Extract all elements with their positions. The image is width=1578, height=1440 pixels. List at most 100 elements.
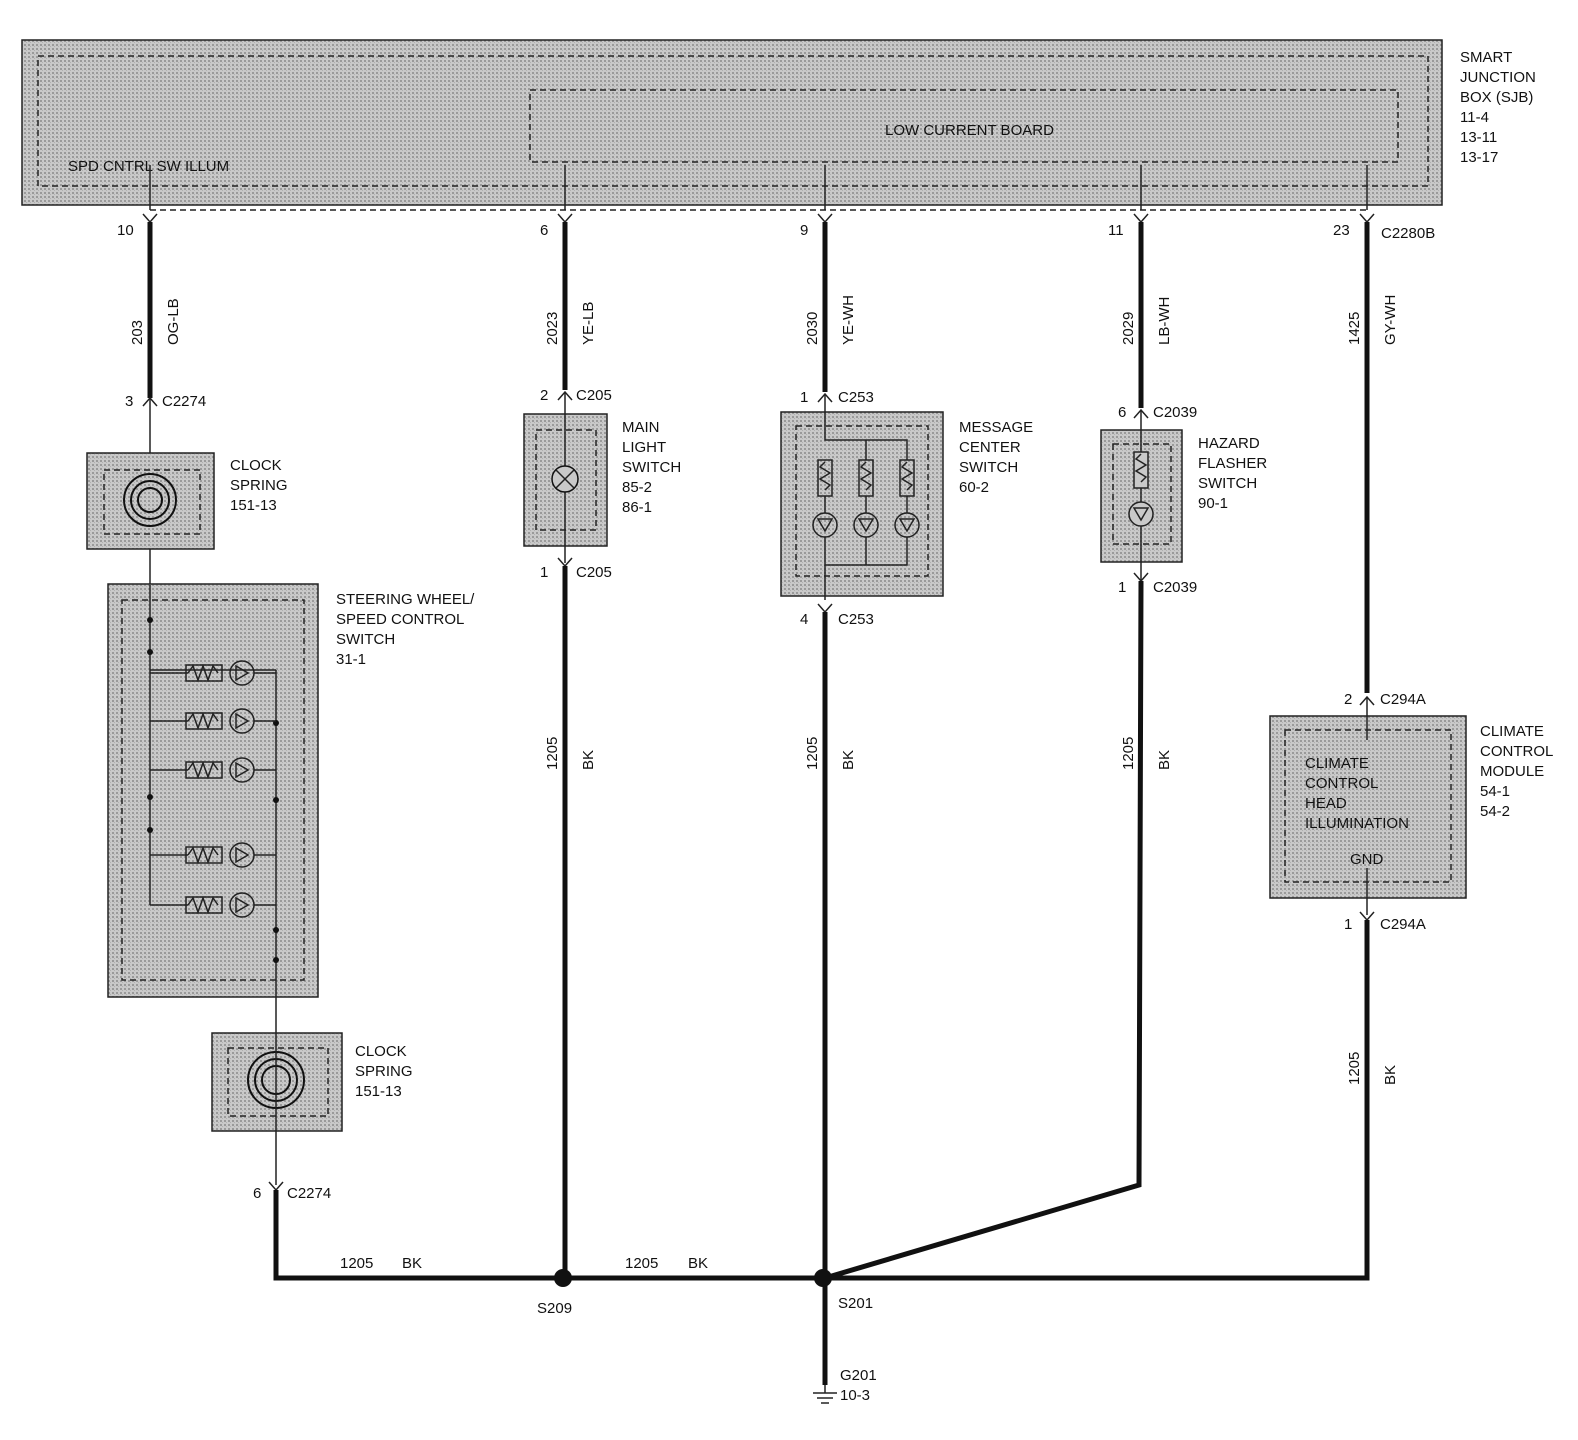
ground-color-label: BK [1156, 750, 1173, 770]
pin-label: 9 [800, 222, 808, 239]
connector-label: C253 [838, 611, 874, 628]
pin-label: 6 [540, 222, 548, 239]
pin-label: 1 [540, 564, 548, 581]
circuit-label: 2029 [1120, 312, 1137, 345]
component-label: SWITCH [959, 459, 1018, 476]
ground-circuit-label: 1205 [625, 1255, 658, 1272]
component-label: CLOCK [355, 1043, 407, 1060]
splice-label: S209 [537, 1300, 572, 1317]
ground-circuit-label: 1205 [1346, 1052, 1363, 1085]
c205-lower: 1 C205 1205 BK [540, 557, 612, 1278]
component-label: 54-2 [1480, 803, 1510, 820]
pin-label: 23 [1333, 222, 1350, 239]
splice-s209 [554, 1269, 572, 1287]
ground-color-label: BK [580, 750, 597, 770]
splice-s201 [814, 1269, 832, 1287]
component-label: SWITCH [1198, 475, 1257, 492]
c294a-lower: 1 C294A 1205 BK [825, 911, 1426, 1281]
ground-color-label: BK [688, 1255, 708, 1272]
branch-1425: 23 C2280B 1425 GY-WH 2 C294A [1333, 165, 1435, 708]
steering-wheel-switch: STEERING WHEEL/ SPEED CONTROL SWITCH 31-… [107, 583, 475, 1030]
component-label: SPEED CONTROL [336, 611, 464, 628]
module-inner-label: HEAD [1305, 795, 1347, 812]
module-inner-label: CONTROL [1305, 775, 1378, 792]
component-label: 31-1 [336, 651, 366, 668]
circuit-label: 203 [129, 320, 146, 345]
clock-spring-1: CLOCK SPRING 151-13 [86, 452, 288, 550]
component-label: STEERING WHEEL/ [336, 591, 475, 608]
ground-circuit-label: 1205 [804, 737, 821, 770]
branch-203: 10 203 OG-LB 3 C2274 [117, 165, 206, 455]
component-label: CENTER [959, 439, 1021, 456]
sjb-title-line: 11-4 [1460, 109, 1489, 126]
component-label: 151-13 [355, 1083, 402, 1100]
ground-name-label: G201 [840, 1367, 877, 1384]
connector-label: C205 [576, 387, 612, 404]
climate-control-module: CLIMATE CONTROL HEAD ILLUMINATION GND CL… [1269, 697, 1553, 915]
ground-bus: 1205 BK S209 S201 [537, 1255, 873, 1317]
pin-label: 6 [1118, 404, 1126, 421]
low-current-board-label: LOW CURRENT BOARD [885, 122, 1054, 139]
component-label: CLIMATE [1480, 723, 1544, 740]
branch-2029: 11 2029 LB-WH 6 C2039 [1108, 165, 1197, 421]
spd-cntrl-label: SPD CNTRL SW ILLUM [68, 158, 229, 175]
pin-label: 10 [117, 222, 134, 239]
component-label: 90-1 [1198, 495, 1228, 512]
sjb-title: SMART JUNCTION BOX (SJB) 11-4 13-11 13-1… [1460, 49, 1536, 166]
sjb-title-line: JUNCTION [1460, 69, 1536, 86]
sjb-title-line: BOX (SJB) [1460, 89, 1533, 106]
ground-circuit-label: 1205 [340, 1255, 373, 1272]
connector-label: C2039 [1153, 579, 1197, 596]
component-label: 151-13 [230, 497, 277, 514]
message-center-switch: MESSAGE CENTER SWITCH 60-2 [780, 394, 1033, 600]
c2274-lower: 6 C2274 1205 BK [253, 1181, 562, 1281]
ground-color-label: BK [840, 750, 857, 770]
pin-label: 6 [253, 1185, 261, 1202]
gnd-label: GND [1350, 851, 1384, 868]
wire-color-label: YE-WH [840, 295, 857, 345]
wire-color-label: GY-WH [1382, 295, 1399, 345]
component-label: MAIN [622, 419, 660, 436]
ground-color-label: BK [402, 1255, 422, 1272]
component-label: SWITCH [622, 459, 681, 476]
c253-lower: 4 C253 1205 BK [800, 603, 874, 1385]
connector-label: C294A [1380, 916, 1426, 933]
pin-label: 4 [800, 611, 808, 628]
wire-color-label: OG-LB [165, 298, 182, 345]
component-label: FLASHER [1198, 455, 1267, 472]
connector-label: C2274 [287, 1185, 331, 1202]
smart-junction-box: LOW CURRENT BOARD SPD CNTRL SW ILLUM [21, 39, 1443, 206]
connector-label: C253 [838, 389, 874, 406]
component-label: SWITCH [336, 631, 395, 648]
pin-label: 11 [1108, 222, 1124, 239]
connector-label: C205 [576, 564, 612, 581]
sjb-title-line: SMART [1460, 49, 1512, 66]
component-label: CLOCK [230, 457, 282, 474]
connector-label: C294A [1380, 691, 1426, 708]
ground-ref-label: 10-3 [840, 1387, 870, 1404]
component-label: HAZARD [1198, 435, 1260, 452]
module-inner-label: CLIMATE [1305, 755, 1369, 772]
module-inner-label: ILLUMINATION [1305, 815, 1409, 832]
clock-spring-2: CLOCK SPRING 151-13 [211, 1030, 413, 1185]
ground-g201: G201 10-3 [813, 1367, 877, 1404]
branch-2023: 6 2023 YE-LB 2 C205 [540, 165, 612, 404]
c2039-lower: 1 C2039 1205 BK [824, 572, 1197, 1281]
component-label: 85-2 [622, 479, 652, 496]
pin-label: 2 [540, 387, 548, 404]
branch-2030: 9 2030 YE-WH 1 C253 [800, 165, 874, 406]
wire-color-label: LB-WH [1156, 297, 1173, 345]
hazard-flasher-switch: HAZARD FLASHER SWITCH 90-1 [1100, 410, 1267, 580]
pin-label: 1 [800, 389, 808, 406]
sjb-title-line: 13-17 [1460, 149, 1498, 166]
component-label: 54-1 [1480, 783, 1510, 800]
circuit-label: 1425 [1346, 312, 1363, 345]
component-label: SPRING [230, 477, 288, 494]
pin-label: 2 [1344, 691, 1352, 708]
circuit-label: 2023 [544, 312, 561, 345]
component-label: CONTROL [1480, 743, 1553, 760]
splice-label: S201 [838, 1295, 873, 1312]
circuit-label: 2030 [804, 312, 821, 345]
component-label: MESSAGE [959, 419, 1033, 436]
